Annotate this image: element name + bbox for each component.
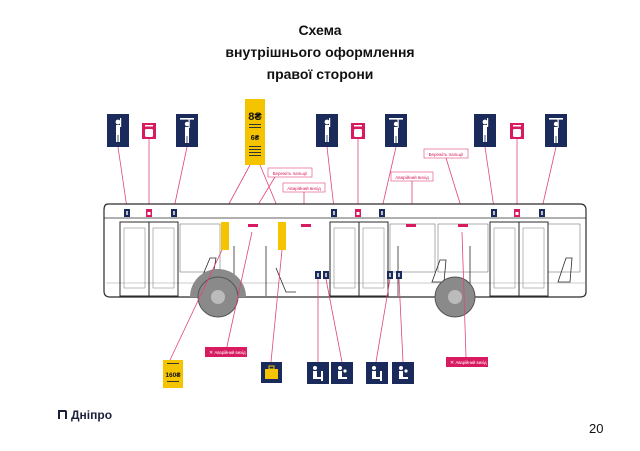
door-middle <box>329 221 389 297</box>
dnipro-logo-icon <box>58 410 67 419</box>
card-price-panel: 160₴ <box>163 360 183 388</box>
lower-pointer-lines <box>169 231 467 363</box>
top-icon-group-rear <box>474 114 567 147</box>
handrail-icon <box>176 114 198 147</box>
standing-passenger-icon <box>474 114 496 147</box>
validator-icon <box>351 123 365 139</box>
card-price: 160₴ <box>165 372 181 379</box>
emergency-exit-icon: ✕ <box>209 350 213 356</box>
top-icon-group-front <box>107 114 198 147</box>
page-number: 20 <box>589 421 604 436</box>
handrail-icon <box>545 114 567 147</box>
standing-passenger-icon <box>107 114 129 147</box>
standing-passenger-icon <box>316 114 338 147</box>
priority-seat-icon <box>331 362 353 384</box>
top-icon-group-middle <box>316 114 407 147</box>
validator-icon <box>142 123 156 139</box>
fare-price-large: 8₴ <box>248 111 262 123</box>
emergency-exit-label-2: Аварійний вихід <box>455 360 487 365</box>
bus-body <box>103 203 587 318</box>
brand-name: Дніпро <box>71 408 113 422</box>
priority-seat-icon <box>366 362 388 384</box>
label-emergency-exit-2: Аварійний вихід <box>395 174 429 180</box>
luggage-icon <box>265 369 278 379</box>
title-line-2: внутрішнього оформлення <box>225 44 415 60</box>
luggage-sign <box>261 362 282 383</box>
title-line-3: правої сторони <box>266 66 374 82</box>
fare-panel: 8₴ 6₴ <box>245 99 265 165</box>
handrail-icon <box>385 114 407 147</box>
label-emergency-exit-1: Аварійний вихід <box>287 185 321 191</box>
label-hold-handrails-2: Бережіть пальці! <box>429 152 464 157</box>
emergency-exit-sign-2: ✕ Аварійний вихід <box>446 357 488 367</box>
priority-seat-icon <box>392 362 414 384</box>
door-rear <box>489 221 549 297</box>
emergency-exit-label-1: Аварійний вихід <box>214 350 246 355</box>
caption-labels: Бережіть пальці! Аварійний вихід Аварійн… <box>267 148 469 193</box>
pointer-lines <box>117 139 557 214</box>
fare-price-small: 6₴ <box>251 135 260 142</box>
emergency-exit-icon: ✕ <box>450 360 454 366</box>
label-hold-handrails-1: Бережіть пальці! <box>273 171 308 176</box>
title-line-1: Схема <box>298 22 342 38</box>
priority-seat-icon <box>307 362 329 384</box>
brand-logo: Дніпро <box>56 408 112 422</box>
door-front <box>119 221 179 297</box>
validator-icon <box>510 123 524 139</box>
emergency-exit-sign-1: ✕ Аварійний вихід <box>205 347 247 357</box>
